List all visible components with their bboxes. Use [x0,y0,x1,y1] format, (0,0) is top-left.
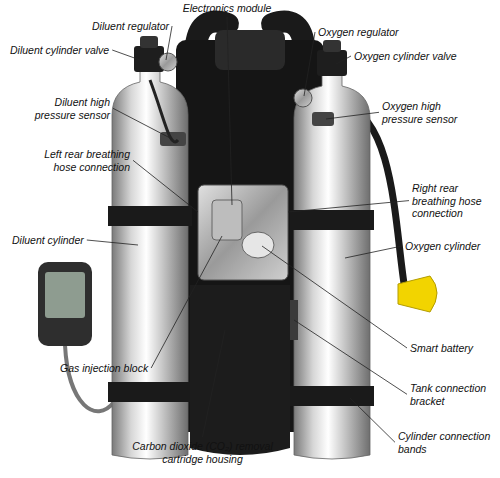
regulator [294,89,312,107]
part-label: Smart battery [410,342,473,354]
cylinder-valve [317,50,347,76]
hp-hose [150,80,178,142]
part-label: Diluent regulator [92,20,169,32]
part-label: Oxygen cylinder valve [354,50,457,62]
cylinder-band [108,206,192,226]
leader-line [326,112,379,119]
leader-line [151,236,222,368]
leader-line [112,50,140,60]
part-label-box: Carbon dioxide (CO₂) removal cartridge h… [120,440,285,465]
part-label: Diluent cylinder valve [10,44,109,56]
part-label-box: Oxygen regulator [318,26,408,39]
leader-line [294,320,407,394]
part-label: Left rear breathing hose connection [44,148,130,173]
electronics-module [198,185,288,280]
leader-line [87,240,138,245]
cylinder-band [290,386,374,406]
leader-line [288,201,409,212]
cylinder-band [290,210,374,230]
part-label-box: Left rear breathing hose connection [30,148,130,173]
part-label: Gas injection block [60,362,148,374]
handset-cable [65,345,114,411]
part-label: Oxygen high pressure sensor [382,100,457,125]
leader-line [227,17,232,205]
part-label: Diluent high pressure sensor [35,96,110,121]
valve-knob [140,36,158,48]
pressure-sensor [312,112,334,126]
part-label-box: Diluent high pressure sensor [25,96,110,121]
part-label-box: Diluent cylinder [12,234,102,247]
leader-line [262,246,407,348]
leader-line [336,56,351,64]
co2-canister [190,285,290,455]
leader-line [350,398,395,442]
leader-line [304,32,315,96]
leader-line [113,108,172,139]
part-label: Carbon dioxide (CO₂) removal cartridge h… [132,440,273,465]
gas-injection-block [212,200,242,240]
regulator [159,53,177,71]
part-label: Oxygen regulator [318,26,399,38]
part-label-box: Cylinder connection bands [398,430,496,455]
part-label-box: Oxygen high pressure sensor [382,100,462,125]
part-label-box: Electronics module [172,2,282,15]
harness [215,30,285,70]
valve-knob [323,40,341,52]
part-label-box: Diluent cylinder valve [10,44,130,57]
part-label-box: Right rear breathing hose connection [412,182,490,220]
leader-line [345,246,402,258]
smart-battery [242,232,274,258]
part-label-box: Oxygen cylinder valve [354,50,474,63]
handset-screen [45,272,85,318]
part-label: Electronics module [183,2,272,14]
cylinder-band [108,382,192,402]
part-label: Diluent cylinder [12,234,84,246]
part-label-box: Oxygen cylinder [405,240,495,253]
part-label-box: Tank connection bracket [410,382,492,407]
leader-line [203,330,226,437]
part-label: Cylinder connection bands [398,430,490,455]
handset [38,262,92,346]
part-label: Right rear breathing hose connection [412,182,481,219]
part-label-box: Smart battery [410,342,490,355]
part-label: Tank connection bracket [410,382,486,407]
leader-line [133,160,198,212]
part-label: Oxygen cylinder [405,240,480,252]
part-label-box: Gas injection block [60,362,170,375]
mouthpiece [398,276,437,312]
part-label-box: Diluent regulator [92,20,182,33]
